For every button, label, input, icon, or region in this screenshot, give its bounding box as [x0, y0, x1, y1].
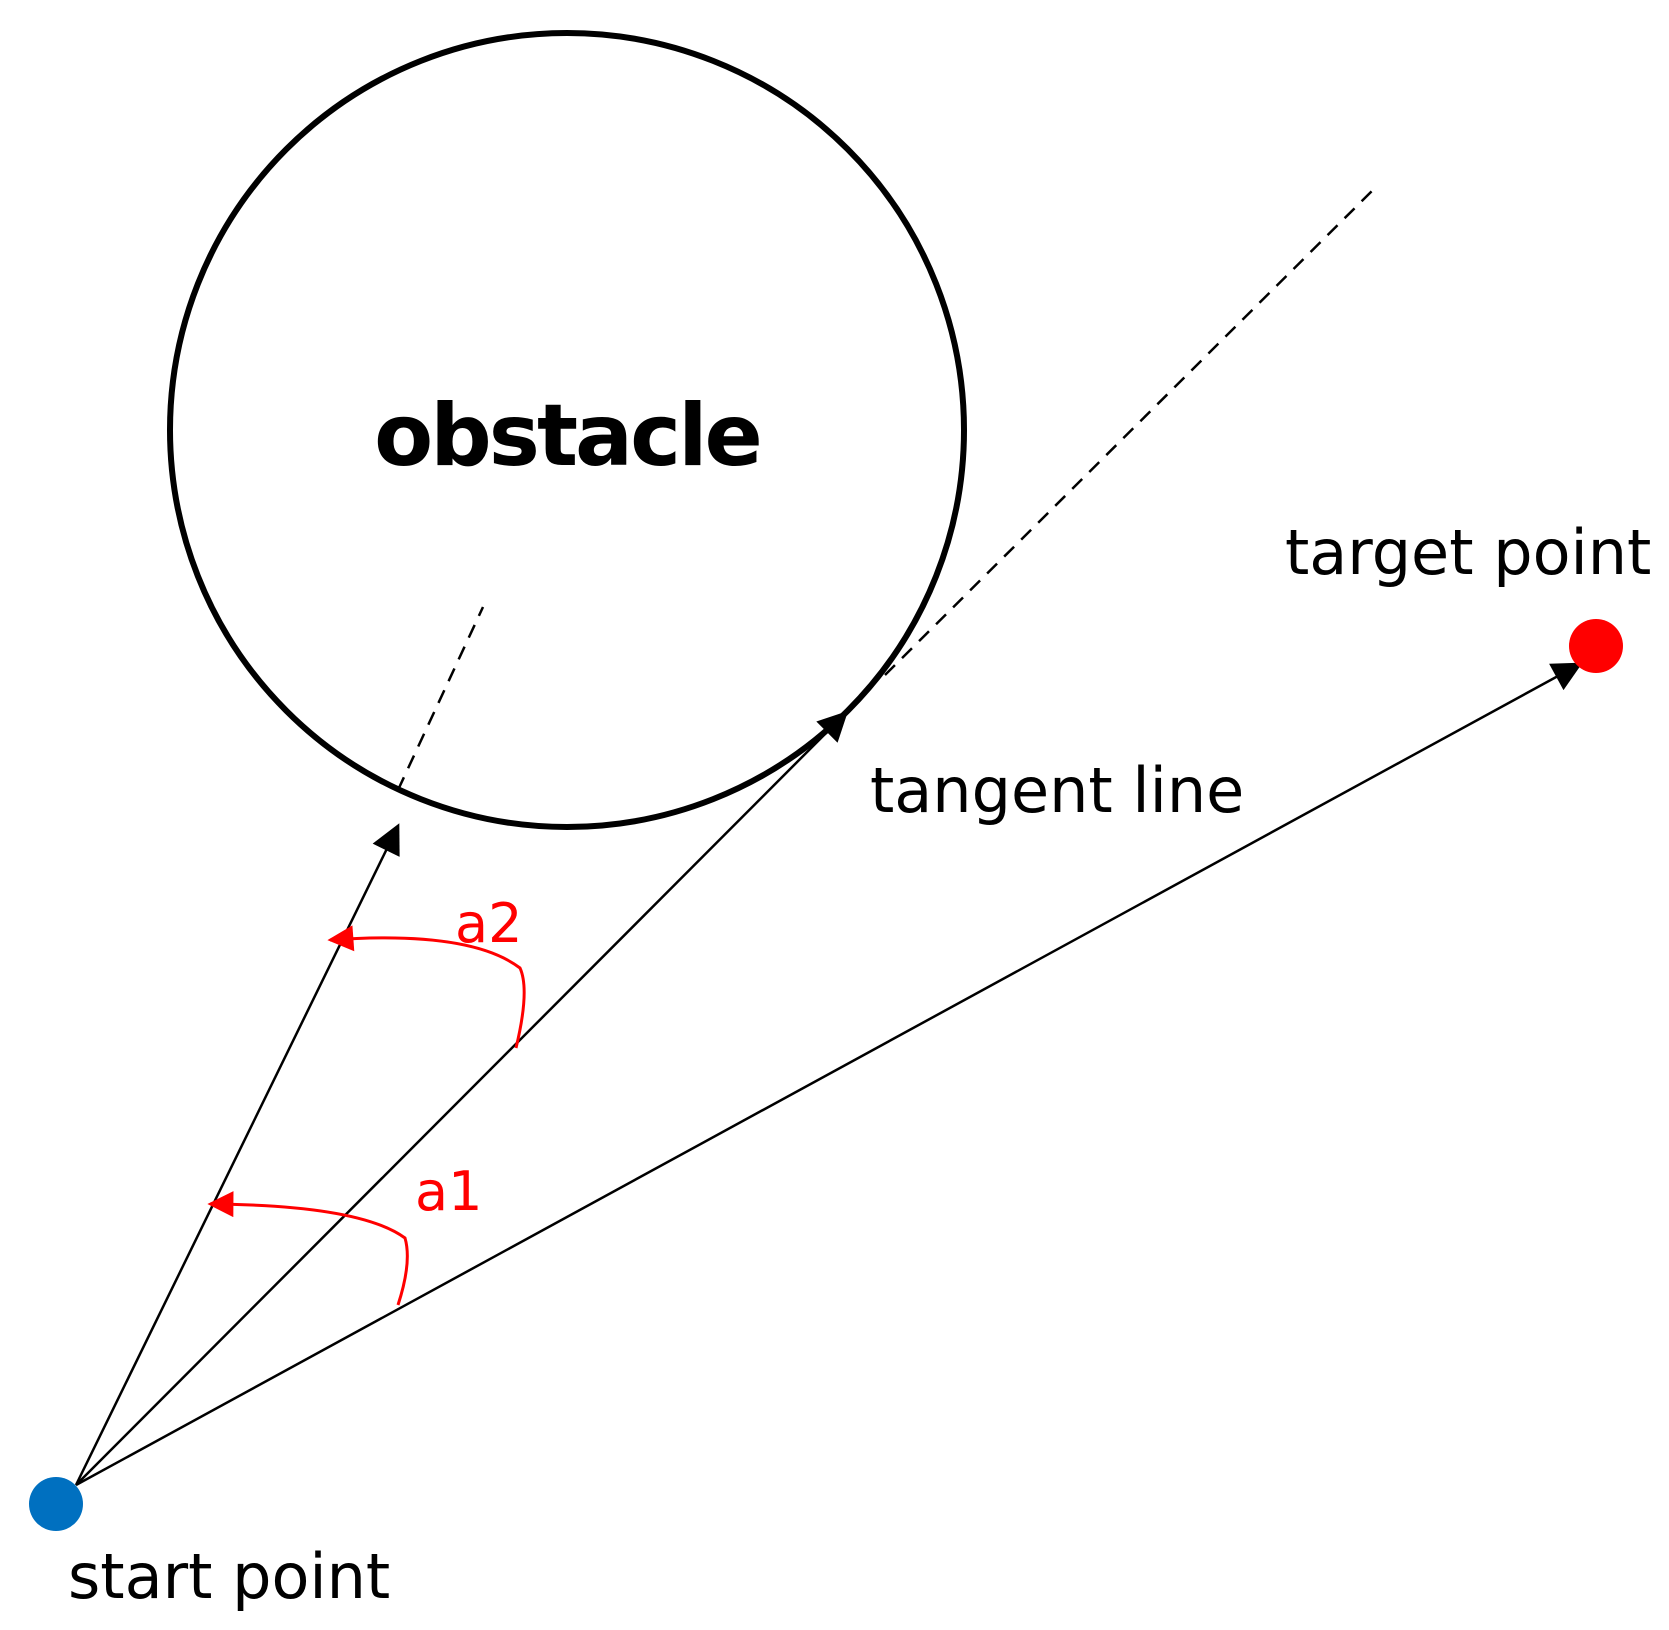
- start-point-dot: [29, 1477, 83, 1531]
- angle-a1-label: a1: [415, 1160, 482, 1223]
- start-point-label: start point: [68, 1540, 390, 1613]
- obstacle-label: obstacle: [374, 386, 760, 486]
- target-point-dot: [1569, 619, 1623, 673]
- obstacle-circle: [167, 30, 967, 830]
- tangent-line-label: tangent line: [870, 754, 1244, 827]
- target-point-label: target point: [1285, 516, 1651, 589]
- angle-a2-arc: [327, 925, 526, 1049]
- center-ray-arrow: [74, 823, 400, 1486]
- angle-a1-arc: [207, 1191, 409, 1306]
- target-ray-arrow: [75, 662, 1583, 1487]
- dashed-center-line: [396, 606, 485, 791]
- dashed-tangent-extension: [884, 184, 1379, 676]
- angle-a2-label: a2: [455, 892, 522, 955]
- tangent-ray-arrow: [75, 710, 849, 1486]
